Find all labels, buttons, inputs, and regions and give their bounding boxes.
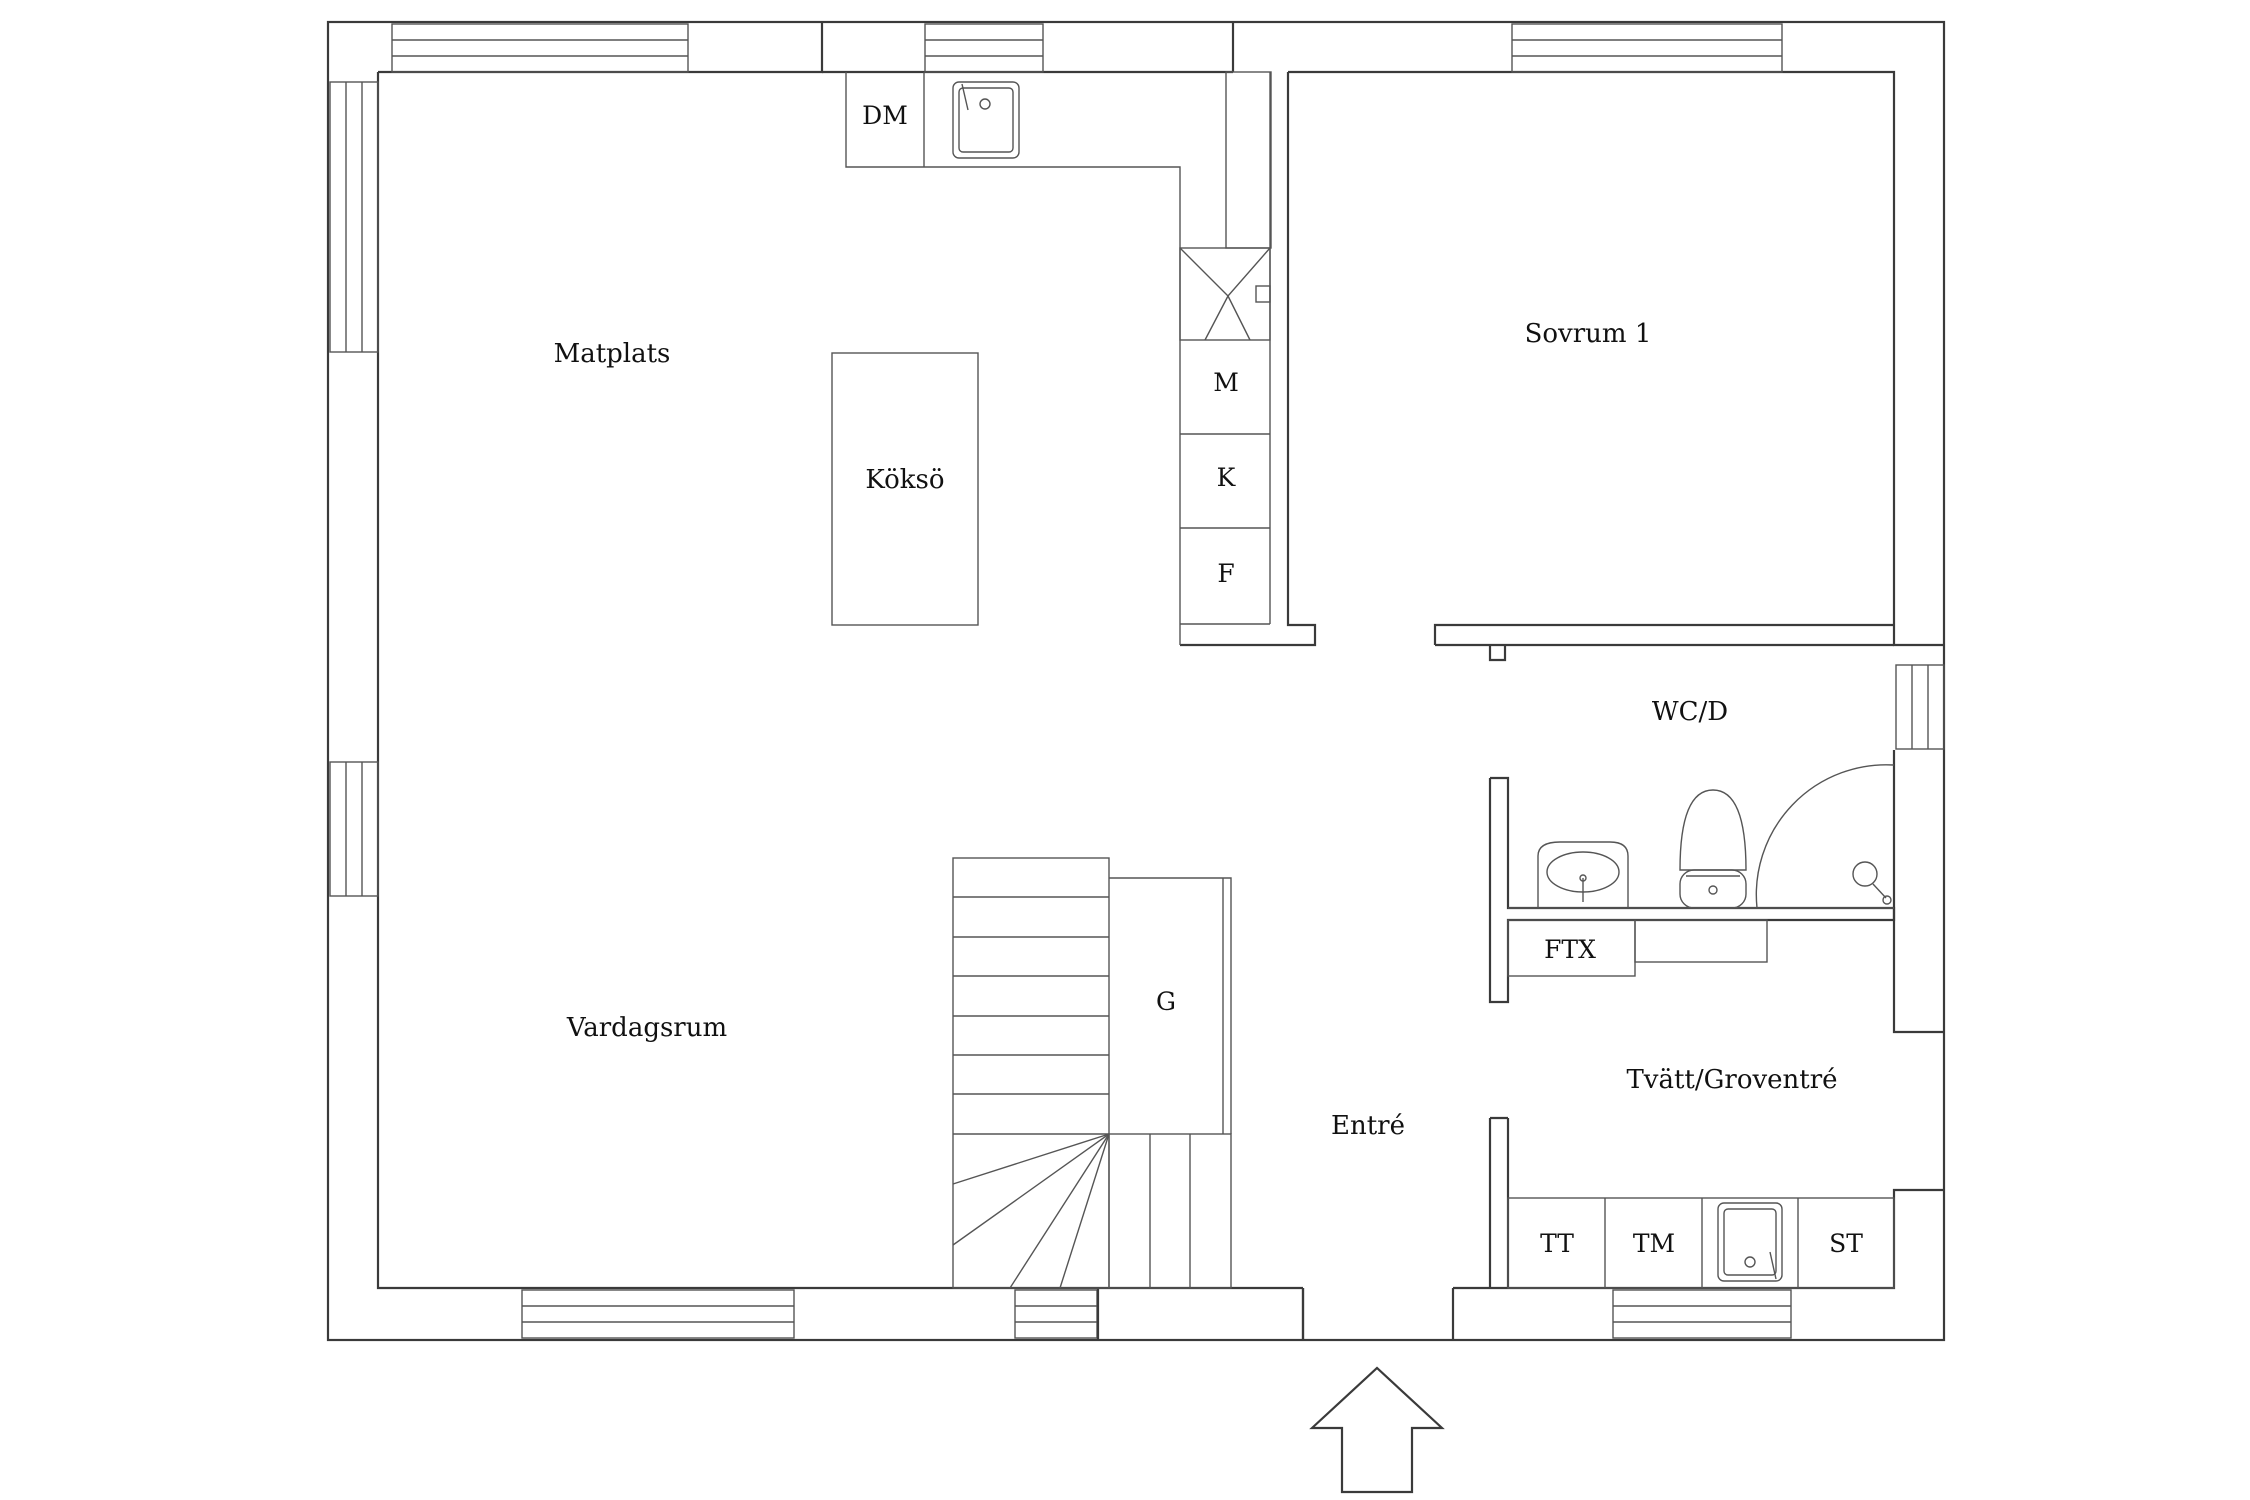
room-labels: Matplats Köksö Sovrum 1 Vardagsrum Entré…: [554, 319, 1838, 1141]
laundry-counter: [1507, 919, 1895, 1289]
shower-icon: [1852, 861, 1892, 905]
interior-walls: [1096, 72, 1896, 1340]
appliance-label-tm: TM: [1633, 1229, 1675, 1258]
appliance-label-f: F: [1217, 559, 1234, 588]
entrance-arrow-icon: [1309, 1366, 1445, 1494]
kitchen-sink-icon: [952, 81, 1020, 159]
room-label-matplats: Matplats: [554, 339, 671, 369]
appliance-label-st: ST: [1829, 1229, 1863, 1258]
room-label-sovrum: Sovrum 1: [1525, 319, 1652, 349]
wc-fixtures: [1508, 764, 1895, 909]
washbasin-icon: [1537, 841, 1629, 908]
room-label-koksoe: Köksö: [865, 465, 944, 495]
appliance-label-ftx: FTX: [1544, 935, 1596, 964]
appliance-label-m: M: [1213, 368, 1239, 397]
outer-walls: [326, 20, 1946, 1342]
appliance-label-tt: TT: [1540, 1229, 1574, 1258]
staircase: [952, 857, 1232, 1289]
room-label-entre: Entré: [1331, 1111, 1405, 1141]
toilet-icon: [1679, 789, 1747, 909]
room-label-wc: WC/D: [1652, 697, 1728, 727]
room-label-tvatt: Tvätt/Groventré: [1626, 1065, 1837, 1095]
appliance-label-g: G: [1156, 987, 1176, 1016]
windows: [329, 23, 1945, 1339]
appliance-label-k: K: [1217, 463, 1237, 492]
kitchen-counter: [831, 71, 1272, 645]
appliance-label-dm: DM: [862, 101, 908, 130]
room-label-vardagsrum: Vardagsrum: [566, 1013, 727, 1043]
laundry-sink-icon: [1717, 1202, 1783, 1282]
appliance-labels: DM M K F G FTX TT TM ST: [862, 101, 1863, 1258]
